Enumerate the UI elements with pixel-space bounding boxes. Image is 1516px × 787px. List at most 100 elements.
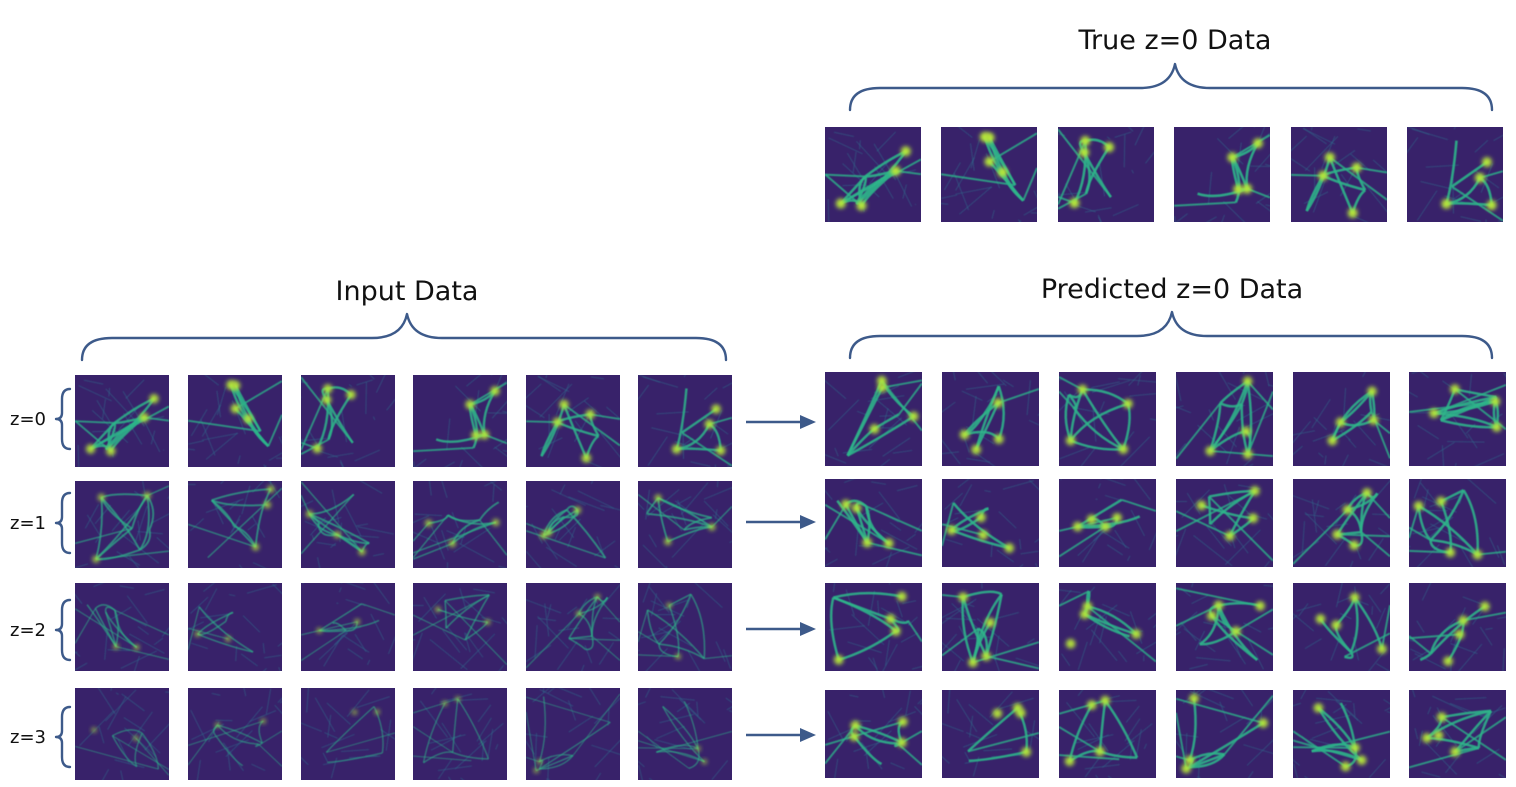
input-panel-r4-c1 — [75, 688, 169, 780]
filament-network — [75, 481, 169, 568]
predicted-panel-r2-c4 — [1176, 479, 1273, 567]
halo-nodes — [959, 398, 1004, 455]
predicted-panel-r4-c2 — [942, 690, 1039, 778]
filament-network — [825, 372, 922, 466]
row-brace — [54, 491, 72, 555]
row-label-1: z=1 — [10, 491, 72, 555]
halo-nodes — [992, 703, 1032, 757]
filament-network — [75, 583, 169, 671]
panel-background — [75, 688, 169, 780]
input-panel-r1-c3 — [301, 375, 395, 467]
arrow-row-4 — [746, 728, 816, 742]
true-panel-3 — [1058, 127, 1154, 222]
predicted-panel-r1-c3 — [1059, 372, 1156, 466]
filament-network — [301, 688, 395, 779]
halo-nodes — [695, 745, 708, 765]
input-data-heading: Input Data — [336, 276, 479, 307]
input-panel-r2-c6 — [638, 481, 732, 568]
halo-nodes — [946, 512, 1015, 553]
arrow-row-1 — [746, 415, 816, 429]
halo-nodes — [1441, 157, 1497, 211]
halo-nodes — [465, 386, 500, 440]
input-panel-r3-c6 — [638, 583, 732, 671]
panel-background — [526, 481, 620, 568]
halo-nodes — [91, 727, 139, 742]
true-data-brace — [848, 62, 1494, 112]
input-panel-r1-c2 — [188, 375, 282, 467]
halo-nodes — [833, 591, 907, 665]
predicted-data-panels — [825, 372, 1506, 778]
input-panel-r3-c4 — [413, 583, 507, 671]
halo-nodes — [251, 485, 275, 551]
panel-background — [301, 481, 395, 568]
true-panel-2 — [941, 127, 1037, 222]
halo-nodes — [1072, 512, 1122, 532]
row-labels: z=0z=1z=2z=3 — [10, 387, 72, 769]
halo-nodes — [1069, 135, 1115, 208]
input-panel-r3-c1 — [75, 583, 169, 671]
panel-background — [825, 479, 922, 567]
predicted-panel-r4-c4 — [1176, 690, 1273, 778]
halo-nodes — [575, 593, 601, 617]
panel-background — [301, 583, 395, 671]
halo-nodes — [841, 499, 894, 549]
halo-nodes — [1315, 592, 1387, 654]
halo-nodes — [849, 716, 908, 748]
true-data-heading: True z=0 Data — [1078, 25, 1272, 56]
predicted-panel-r4-c1 — [825, 690, 922, 778]
predicted-panel-r1-c2 — [942, 372, 1039, 466]
halo-nodes — [539, 506, 582, 540]
filament-network — [638, 481, 732, 568]
predicted-panel-r1-c1 — [825, 372, 922, 466]
predicted-data-brace — [848, 310, 1494, 360]
halo-nodes — [666, 602, 682, 660]
predicted-panel-r1-c5 — [1293, 372, 1390, 466]
true-panel-6 — [1407, 127, 1503, 222]
prediction-arrows — [746, 415, 816, 742]
row-brace — [54, 705, 72, 769]
panel-background — [825, 372, 922, 466]
halo-nodes — [1429, 384, 1502, 432]
predicted-panel-r3-c6 — [1409, 583, 1506, 671]
halo-nodes — [214, 718, 267, 728]
predicted-panel-r2-c6 — [1409, 479, 1506, 567]
halo-nodes — [1205, 376, 1253, 459]
halo-nodes — [305, 510, 366, 556]
filament-network — [1059, 690, 1153, 778]
filament-network — [413, 688, 504, 780]
halo-nodes — [1313, 703, 1367, 772]
input-panel-r3-c3 — [301, 583, 395, 671]
halo-nodes — [92, 491, 151, 563]
input-panel-r1-c1 — [75, 375, 169, 467]
input-panel-r3-c5 — [526, 583, 620, 671]
filament-network — [638, 688, 732, 780]
input-panel-r4-c6 — [638, 688, 732, 780]
row-label-text: z=0 — [10, 409, 46, 430]
predicted-panel-r4-c3 — [1059, 690, 1156, 778]
true-panel-5 — [1291, 127, 1387, 222]
panel-background — [188, 583, 282, 671]
halo-nodes — [979, 131, 1008, 178]
halo-nodes — [1064, 695, 1111, 767]
input-data-panels — [75, 375, 732, 780]
predicted-panel-r3-c4 — [1176, 583, 1273, 671]
halo-nodes — [1207, 600, 1265, 637]
true-panel-1 — [825, 127, 921, 222]
halo-nodes — [1443, 601, 1490, 666]
halo-nodes — [1227, 138, 1263, 195]
row-label-text: z=1 — [10, 513, 46, 534]
true-panel-4 — [1174, 127, 1270, 222]
arrow-row-2 — [746, 515, 816, 529]
arrow-row-3 — [746, 622, 816, 636]
halo-nodes — [226, 380, 253, 424]
filament-network — [75, 688, 169, 780]
halo-nodes — [442, 696, 461, 707]
predicted-panel-r3-c3 — [1059, 583, 1156, 671]
halo-nodes — [1318, 152, 1362, 219]
input-panel-r2-c2 — [188, 481, 282, 568]
true-data-panels — [825, 127, 1503, 222]
halo-nodes — [671, 404, 726, 456]
row-label-0: z=0 — [10, 387, 72, 451]
panel-background — [942, 690, 1039, 778]
